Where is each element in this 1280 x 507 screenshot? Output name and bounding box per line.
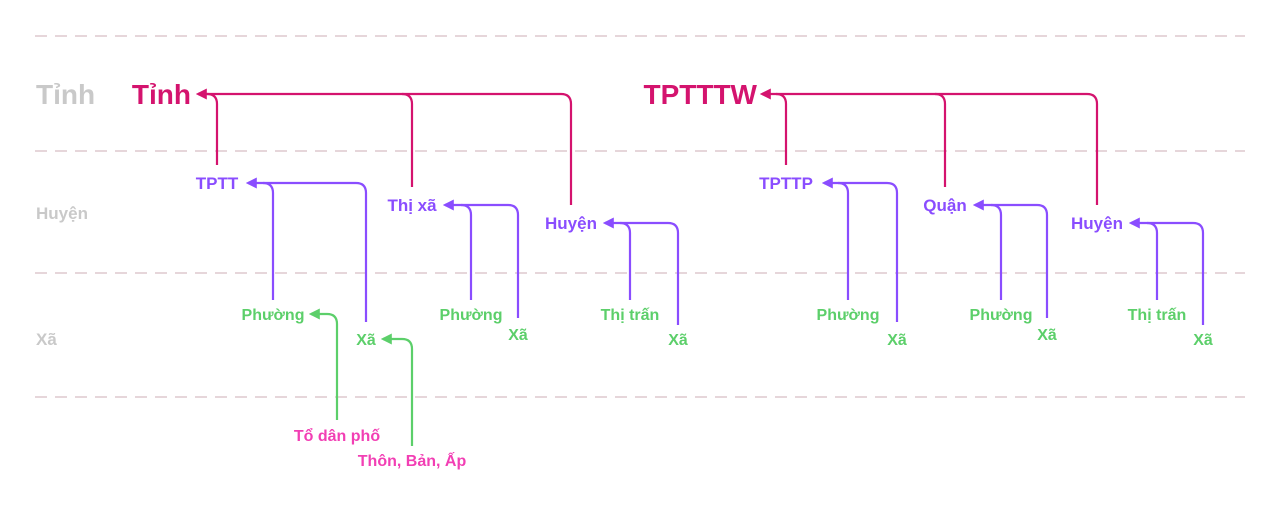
node-tptt: TPTT bbox=[196, 174, 239, 193]
node-xa: Xã bbox=[1037, 327, 1057, 344]
row-label-province: Tỉnh bbox=[36, 79, 95, 110]
edge-thon-to-xa bbox=[380, 333, 414, 446]
node-phuong: Phường bbox=[817, 307, 880, 324]
node-xa: Xã bbox=[887, 332, 907, 349]
grid-lines bbox=[35, 35, 1245, 398]
edge-tpttp-to-tptttw bbox=[775, 92, 788, 165]
node-thitran: Thị trấn bbox=[1128, 307, 1187, 324]
edge-huyen-to-tinh bbox=[195, 88, 573, 205]
edge-xa-to-huyen bbox=[602, 217, 680, 325]
edges bbox=[195, 88, 1205, 446]
node-xa: Xã bbox=[356, 332, 376, 349]
edge-xa-to-quan bbox=[972, 199, 1049, 318]
edge-huyen-to-tptttw bbox=[759, 88, 1099, 205]
edge-phuong-to-thixa bbox=[460, 203, 473, 300]
node-xa: Xã bbox=[668, 332, 688, 349]
node-todanpho: Tổ dân phố bbox=[294, 427, 380, 445]
node-tpttp: TPTTP bbox=[759, 174, 813, 193]
node-thixa: Thị xã bbox=[387, 196, 437, 215]
row-label-district: Huyện bbox=[36, 204, 88, 223]
edge-xa-to-tpttp bbox=[821, 177, 899, 322]
edge-quan-to-tptttw bbox=[934, 92, 947, 187]
node-huyen: Huyện bbox=[1071, 214, 1123, 233]
row-label-commune: Xã bbox=[36, 330, 57, 349]
edge-xa-to-tptt bbox=[245, 177, 368, 322]
edge-phuong-to-tpttp bbox=[837, 181, 850, 300]
edge-xa-to-huyen-right bbox=[1128, 217, 1205, 325]
edge-thitran-to-huyen-right bbox=[1146, 221, 1159, 300]
edge-thixa-to-tinh bbox=[401, 92, 414, 187]
edge-thitran-to-huyen bbox=[619, 221, 632, 300]
node-xa: Xã bbox=[508, 327, 528, 344]
edge-phuong-to-quan bbox=[990, 203, 1003, 300]
node-phuong: Phường bbox=[440, 307, 503, 324]
node-huyen: Huyện bbox=[545, 214, 597, 233]
node-tinh: Tỉnh bbox=[132, 79, 191, 110]
node-tptttw: TPTTTW bbox=[643, 79, 757, 110]
node-thitran: Thị trấn bbox=[601, 307, 660, 324]
edge-xa-to-thixa bbox=[442, 199, 520, 318]
node-xa: Xã bbox=[1193, 332, 1213, 349]
node-thon-ban-ap: Thôn, Bản, Ấp bbox=[358, 451, 467, 470]
node-phuong: Phường bbox=[242, 307, 305, 324]
node-quan: Quận bbox=[923, 196, 966, 215]
edge-tptt-to-tinh bbox=[206, 92, 219, 165]
edge-todanpho-to-phuong bbox=[308, 308, 339, 420]
node-phuong: Phường bbox=[970, 307, 1033, 324]
edge-phuong-to-tptt bbox=[262, 181, 275, 300]
